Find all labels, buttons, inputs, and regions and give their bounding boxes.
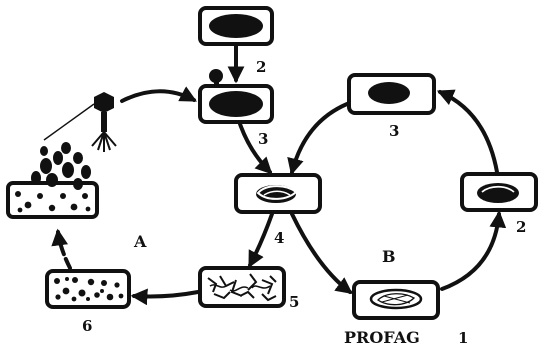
label-step-3-top: 3 [258, 130, 268, 148]
label-cycle-a: A [133, 232, 147, 251]
label-cycle-b: B [382, 247, 396, 266]
arrow-b-bottom-right [440, 210, 507, 291]
label-step-4: 4 [274, 229, 284, 247]
bacterium-top-right [347, 73, 436, 115]
bacterium-prophage [352, 280, 440, 320]
bacterium-assembly [45, 269, 131, 309]
arrow-a-bottom-left [130, 288, 200, 306]
arrow-infection [120, 86, 197, 103]
arrow-b-right-up [436, 89, 499, 174]
bacterium-infected [198, 84, 274, 124]
bacterium-top [198, 6, 274, 46]
phage-attached [209, 69, 223, 88]
bacterium-right [460, 172, 538, 212]
label-step-6: 6 [82, 317, 92, 335]
bacterium-replication [198, 266, 286, 308]
arrow-b-center-down [290, 212, 353, 295]
arrow-injection [238, 122, 273, 175]
arrow-b-to-center [287, 102, 349, 176]
label-step-2-top: 2 [256, 58, 266, 76]
bacterium-lysis [6, 142, 99, 219]
phage-free [43, 92, 117, 152]
label-step-1-bottom: 1 [458, 329, 468, 347]
label-step-2-right: 2 [516, 218, 526, 236]
label-step-3-right: 3 [389, 122, 399, 140]
label-step-5: 5 [289, 293, 299, 311]
arrow-a-center-down [248, 212, 274, 268]
arrow-a-left-up [51, 228, 72, 270]
bacterium-center [234, 173, 322, 214]
label-prophage: PROFAG [344, 328, 420, 347]
